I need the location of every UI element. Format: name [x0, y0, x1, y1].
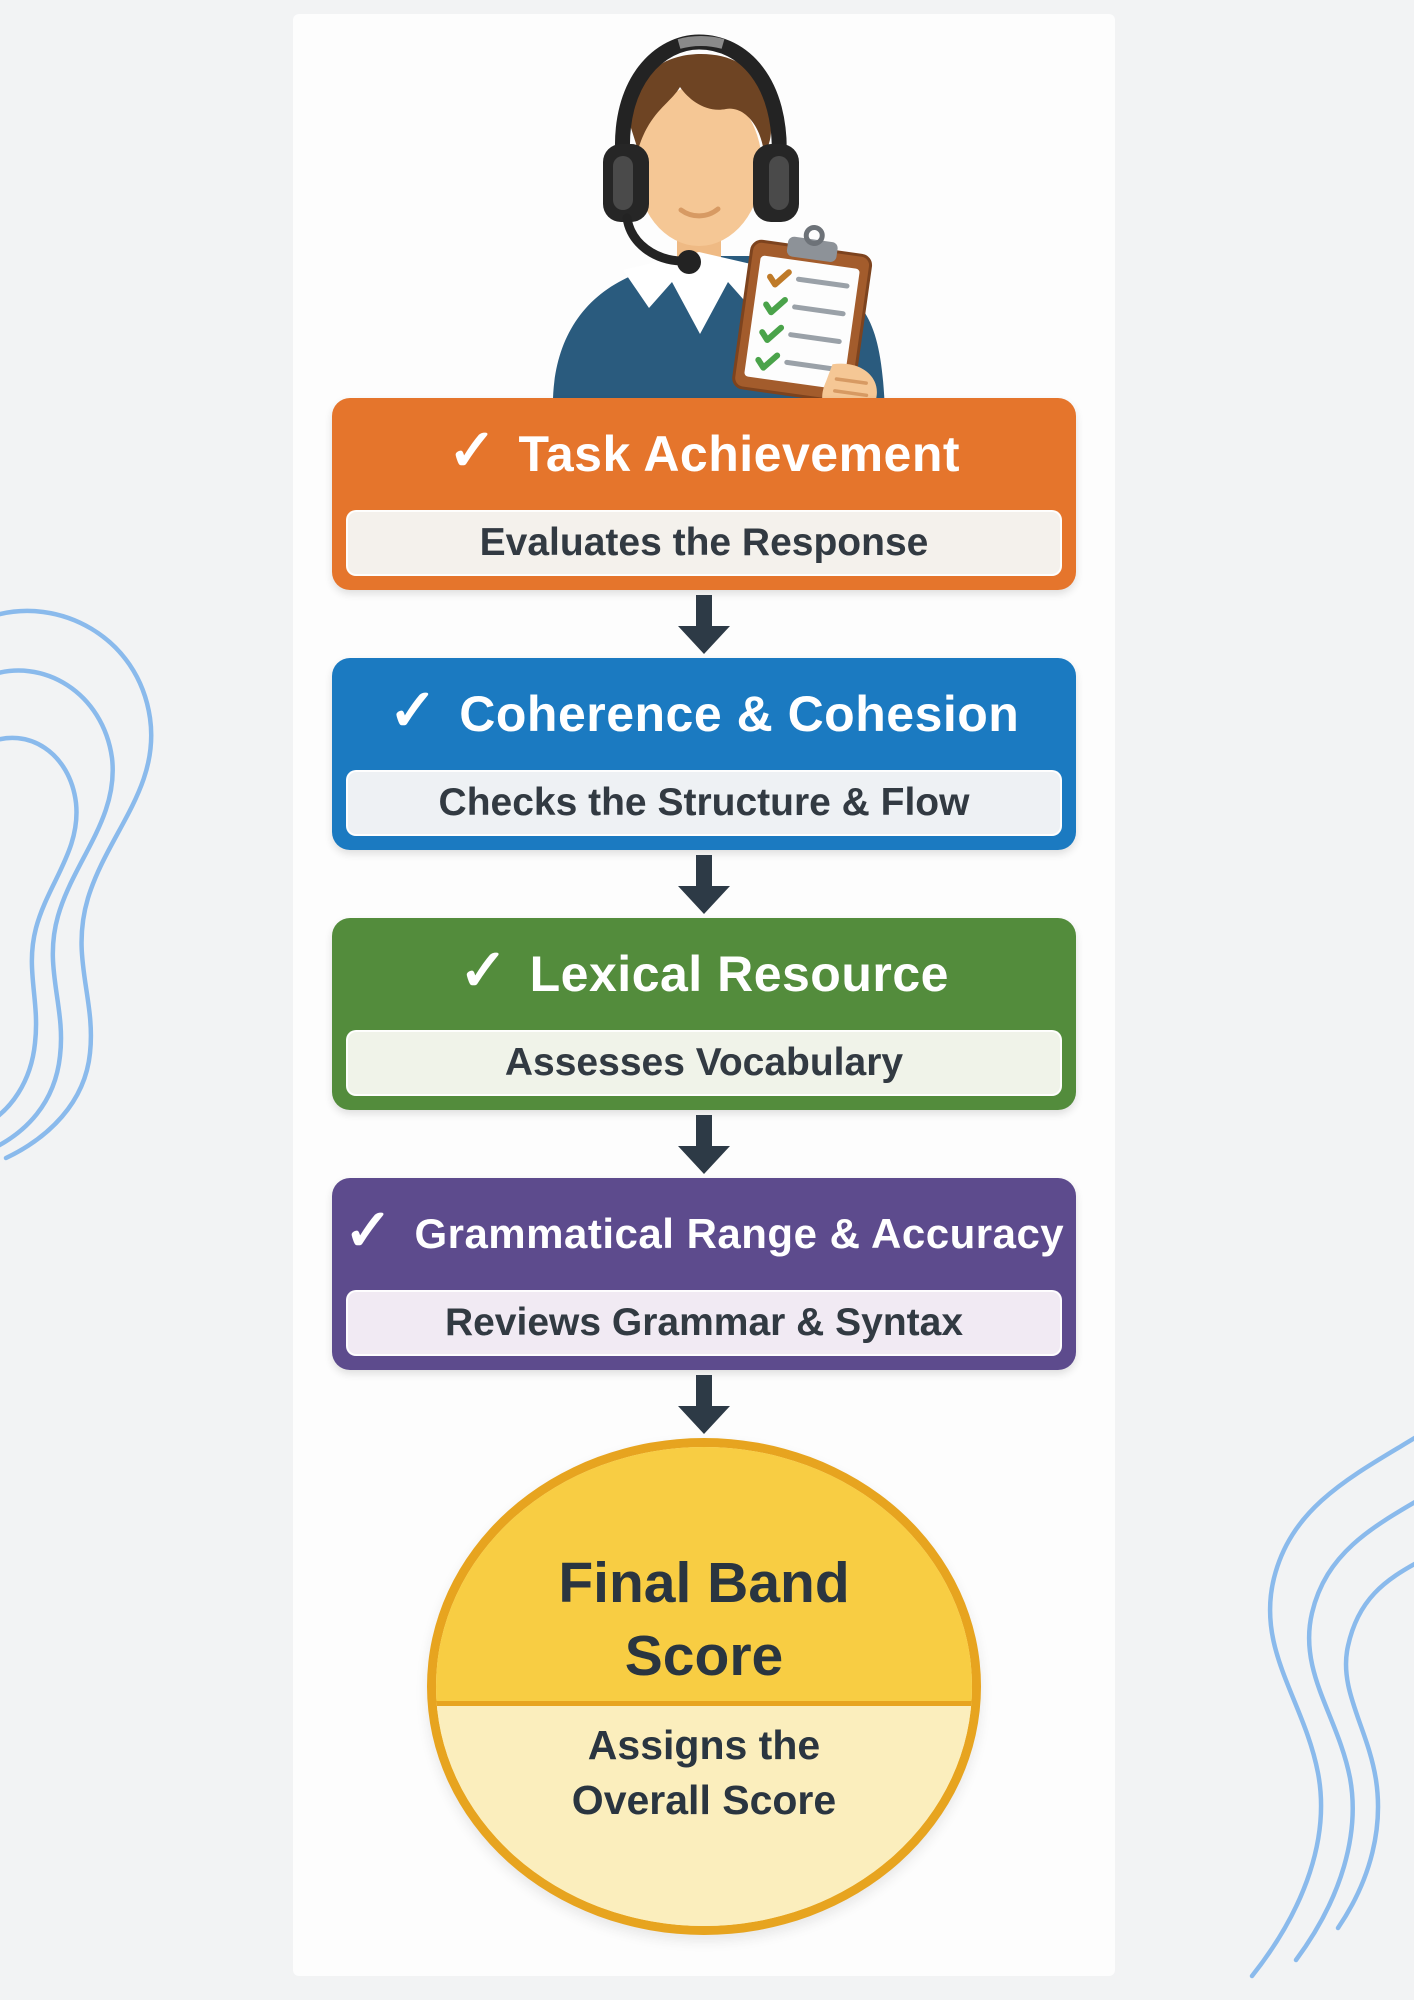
arrow-shaft — [696, 1114, 712, 1146]
step-header: ✓ Grammatical Range & Accuracy — [332, 1178, 1076, 1290]
step-description: Assesses Vocabulary — [504, 1041, 904, 1085]
arrow-head — [678, 885, 730, 914]
checkmark-icon: ✓ — [343, 1198, 393, 1264]
step-description-box: Evaluates the Response — [346, 510, 1062, 576]
step-title: Coherence & Cohesion — [459, 686, 1020, 743]
step-description-box: Checks the Structure & Flow — [346, 770, 1062, 836]
checkmark-icon: ✓ — [447, 418, 497, 484]
final-subtitle-line: Overall Score — [571, 1777, 837, 1823]
step-coherence-cohesion: ✓ Coherence & Cohesion Checks the Struct… — [332, 658, 1076, 850]
down-arrow-icon — [678, 850, 730, 918]
examiner-illustration — [552, 34, 885, 414]
arrow-head — [678, 1405, 730, 1434]
step-header: ✓ Task Achievement — [332, 398, 1076, 510]
final-title-line: Score — [624, 1623, 784, 1688]
decorative-waves-right-icon — [1249, 1435, 1414, 1979]
step-title: Lexical Resource — [529, 946, 949, 1003]
evaluation-flowchart: ✓ Task Achievement Evaluates the Respons… — [332, 398, 1076, 1935]
step-header: ✓ Lexical Resource — [332, 918, 1076, 1030]
arrow-shaft — [696, 854, 712, 886]
step-lexical-resource: ✓ Lexical Resource Assesses Vocabulary — [332, 918, 1076, 1110]
step-description: Reviews Grammar & Syntax — [444, 1301, 964, 1345]
final-band-score-title-section: Final Band Score — [436, 1447, 972, 1706]
final-subtitle-line: Assigns the — [587, 1721, 821, 1768]
down-arrow-icon — [678, 590, 730, 658]
step-description-box: Assesses Vocabulary — [346, 1030, 1062, 1096]
down-arrow-icon — [678, 1110, 730, 1178]
arrow-shaft — [696, 1374, 712, 1406]
step-grammatical-range-accuracy: ✓ Grammatical Range & Accuracy Reviews G… — [332, 1178, 1076, 1370]
down-arrow-icon — [678, 1370, 730, 1438]
step-description-box: Reviews Grammar & Syntax — [346, 1290, 1062, 1356]
step-description: Evaluates the Response — [479, 521, 929, 565]
step-task-achievement: ✓ Task Achievement Evaluates the Respons… — [332, 398, 1076, 590]
step-title: Grammatical Range & Accuracy — [414, 1210, 1065, 1258]
arrow-head — [678, 625, 730, 654]
arrow-shaft — [696, 594, 712, 626]
infographic-card: ✓ Task Achievement Evaluates the Respons… — [293, 14, 1115, 1976]
arrow-head — [678, 1145, 730, 1174]
checkmark-icon: ✓ — [459, 938, 508, 1004]
final-band-score-subtitle-section: Assigns the Overall Score — [436, 1705, 972, 1926]
step-title: Task Achievement — [518, 426, 961, 483]
step-description: Checks the Structure & Flow — [438, 781, 970, 825]
decorative-waves-left-icon — [0, 608, 154, 1161]
step-header: ✓ Coherence & Cohesion — [332, 658, 1076, 770]
checkmark-icon: ✓ — [388, 678, 438, 744]
final-band-score-circle: Final Band Score Assigns the Overall Sco… — [427, 1438, 981, 1935]
final-title-line: Final Band — [558, 1550, 850, 1615]
